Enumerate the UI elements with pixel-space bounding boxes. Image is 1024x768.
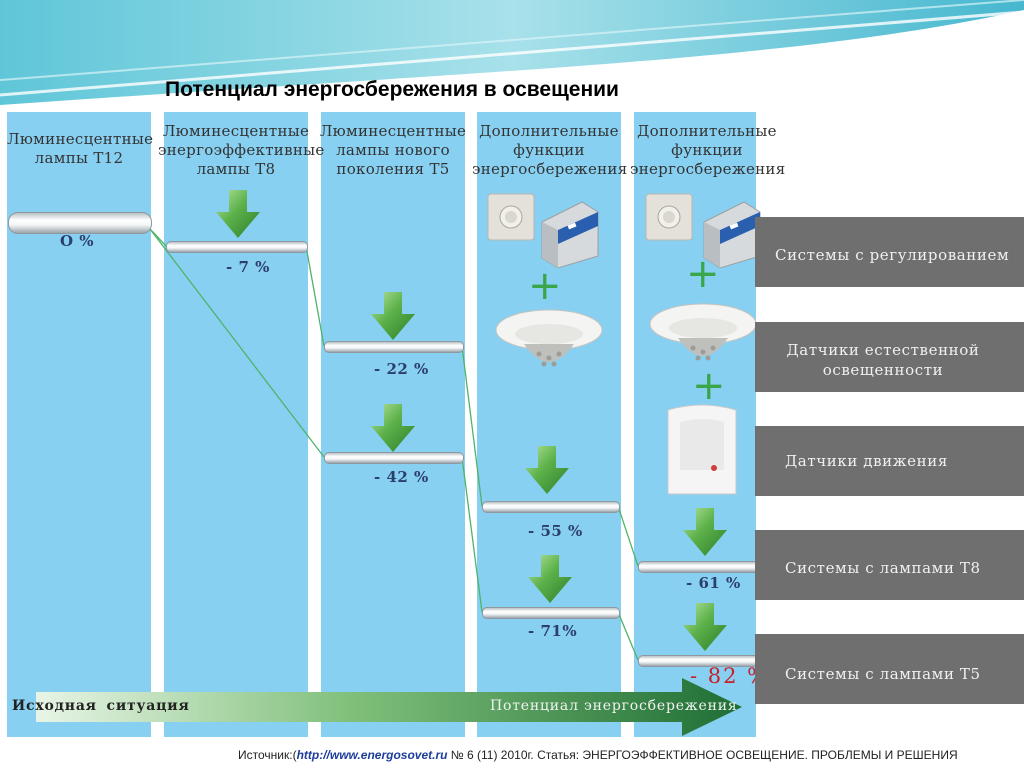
down-arrow-icon	[216, 190, 260, 238]
system-box-t8: Системы с лампами Т8	[755, 530, 1024, 600]
dimmer-switch-icon	[645, 193, 693, 241]
percent-label-7: - 7 %	[226, 258, 270, 276]
system-box-daylight-sensors: Датчики естественной освещенности	[755, 322, 1024, 392]
system-box-label: Датчики естественной освещенности	[786, 341, 980, 379]
page-title: Потенциал энергосбережения в освещении	[165, 78, 619, 101]
dimmer-switch-icon	[487, 193, 535, 241]
down-arrow-icon	[525, 446, 569, 494]
system-box-label: Системы с регулированием	[775, 246, 1010, 264]
source-citation: Источник:(http://www.energosovet.ru № 6 …	[238, 748, 958, 762]
percent-label-55: - 55 %	[528, 522, 583, 540]
plus-icon: +	[686, 251, 720, 297]
system-box-label: Системы с лампами Т5	[785, 665, 981, 683]
lamp-tube-t12	[8, 212, 152, 234]
savings-potential-label: Потенциал энергосбережения	[490, 698, 738, 714]
source-link[interactable]: http://www.energosovet.ru	[296, 748, 448, 762]
header-wave-decoration	[0, 0, 1024, 105]
lamp-tube-extra2-a	[638, 561, 774, 573]
ceiling-sensor-icon	[495, 309, 603, 367]
percent-label-0: О %	[60, 232, 95, 250]
column-heading-extra-1: Дополнительные функции энергосбережения	[472, 122, 628, 178]
source-suffix: № 6 (11) 2010г. Статья: ЭНЕРГОЭФФЕКТИВНО…	[447, 748, 958, 762]
column-heading-t12: Люминесцентные лампы Т12	[7, 130, 154, 167]
column-heading-extra-2: Дополнительные функции энергосбережения	[630, 122, 786, 178]
plus-icon: +	[692, 363, 726, 409]
ceiling-sensor-icon	[649, 303, 757, 361]
system-box-motion-sensors: Датчики движения	[755, 426, 1024, 496]
column-heading-t5: Люминесцентные лампы нового поколения Т5	[319, 122, 467, 178]
source-prefix: Источник:(	[238, 748, 297, 762]
percent-label-61: - 61 %	[686, 574, 741, 592]
controller-module-icon	[541, 201, 599, 268]
controller-module-icon	[703, 201, 761, 268]
system-box-regulation: Системы с регулированием	[755, 217, 1024, 287]
percent-label-71: - 71%	[528, 622, 578, 640]
savings-potential-arrow	[36, 678, 742, 736]
plus-icon: +	[528, 263, 562, 309]
lamp-tube-t5-a	[324, 341, 464, 353]
percent-label-42: - 42 %	[374, 468, 429, 486]
system-box-t5: Системы с лампами Т5	[755, 634, 1024, 704]
down-arrow-icon	[683, 603, 727, 651]
lamp-tube-t8	[166, 241, 308, 253]
initial-situation-label: Исходная ситуация	[12, 698, 190, 714]
down-arrow-icon	[528, 555, 572, 603]
system-box-label: Системы с лампами Т8	[785, 559, 981, 577]
down-arrow-icon	[371, 404, 415, 452]
down-arrow-icon	[371, 292, 415, 340]
lamp-tube-t5-b	[324, 452, 464, 464]
down-arrow-icon	[683, 508, 727, 556]
lamp-tube-extra1-b	[482, 607, 620, 619]
percent-label-82: - 82 %	[690, 664, 770, 688]
column-heading-t8: Люминесцентные энергоэффективные лампы Т…	[158, 122, 325, 178]
lamp-tube-extra1-a	[482, 501, 620, 513]
percent-label-22: - 22 %	[374, 360, 429, 378]
motion-sensor-icon	[667, 404, 737, 495]
system-box-label: Датчики движения	[785, 452, 948, 470]
